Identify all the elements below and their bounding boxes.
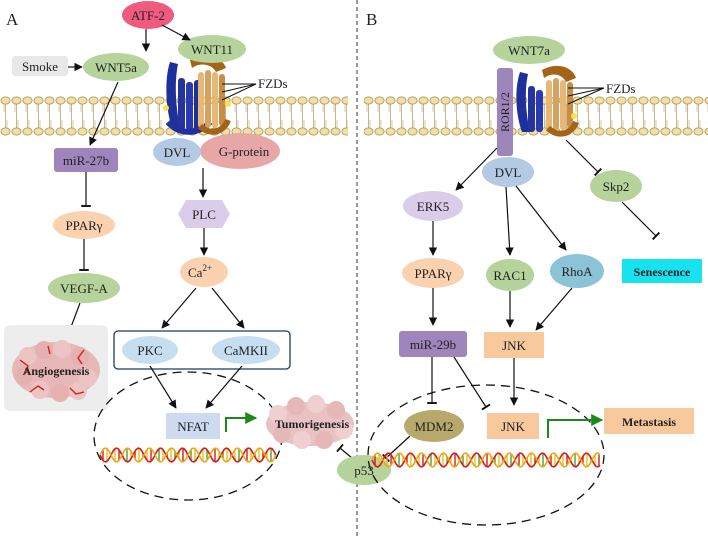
dvl-label-a: DVL <box>164 145 191 160</box>
arrow-camkii-nfat <box>205 365 243 409</box>
smoke-box <box>12 56 68 76</box>
angiogenesis-graphic <box>4 325 108 411</box>
fzds-pointer-b2 <box>567 87 605 97</box>
nfat-label: NFAT <box>177 419 209 434</box>
ppar-node-a <box>53 211 115 239</box>
ca-superscript: 2+ <box>202 263 212 273</box>
panel-a-label: A <box>6 10 19 29</box>
wnt7a-node <box>493 36 565 64</box>
nfat-box <box>166 413 220 439</box>
ppar-label-b: PPARγ <box>414 266 451 281</box>
camkii-label: CaMKII <box>224 343 268 358</box>
gprotein-node <box>200 133 280 169</box>
atf2-node <box>122 1 174 29</box>
dna-strand-a <box>99 447 277 463</box>
panel-b-label: B <box>366 10 377 29</box>
nucleus-b <box>367 384 605 526</box>
mir27b-label: miR-27b <box>63 153 109 168</box>
gprotein-label: G-protein <box>219 144 270 159</box>
wnt5a-node <box>83 53 149 81</box>
senescence-box <box>622 259 702 283</box>
fzds-label-a: FZDs <box>258 76 288 91</box>
p53-label: p53 <box>354 463 374 478</box>
ppar-label-a: PPARγ <box>65 218 102 233</box>
tumorigenesis-graphic <box>266 395 354 449</box>
plc-node <box>178 200 230 228</box>
camkii-node <box>212 336 280 364</box>
jnk-box-top <box>484 332 544 358</box>
metastasis-box <box>604 408 694 434</box>
mdm2-node <box>404 410 464 442</box>
mir27b-box <box>54 148 118 172</box>
dna-backbone <box>99 447 277 463</box>
erk5-node <box>403 191 463 221</box>
vegfa-label: VEGF-A <box>60 281 108 296</box>
atf2-label: ATF-2 <box>131 8 165 23</box>
ca-node <box>180 257 228 287</box>
inhibit-mir29b-jnk <box>453 356 491 411</box>
rhoa-label: RhoA <box>561 264 593 279</box>
ror-bar <box>497 68 513 156</box>
inhibit-receptor-skp2 <box>565 139 603 177</box>
fzds-pointer-b3 <box>567 87 605 105</box>
fzds-pointer-a3 <box>221 83 257 101</box>
pkc-label: PKC <box>137 343 162 358</box>
mir29b-box <box>399 331 467 357</box>
pkc-node <box>122 336 178 364</box>
jnk-label-inner: JNK <box>501 419 525 434</box>
dvl-node-b <box>482 157 534 187</box>
ca-label: Ca2+ <box>188 263 212 280</box>
angiogenesis-label: Angiogenesis <box>23 364 90 378</box>
dvl-node-a <box>153 138 201 166</box>
tumorigenesis-label: Tumorigenesis <box>275 417 350 431</box>
frizzled-receptor-a <box>163 55 231 135</box>
inhibit-p53-tumor <box>336 443 353 459</box>
inhibit-skp2-senescence <box>621 201 661 241</box>
arrow-ca-camkii <box>211 287 245 329</box>
ca-base: Ca <box>188 265 203 280</box>
metastasis-label: Metastasis <box>622 415 676 429</box>
ror-label: ROR1/2 <box>498 92 512 132</box>
green-arrow-metastasis <box>547 414 604 438</box>
dna-backbone <box>371 452 601 468</box>
wnt5a-label: WNT5a <box>95 60 137 75</box>
jnk-label-top: JNK <box>502 338 526 353</box>
dna-backbone <box>371 452 601 468</box>
senescence-label: Senescence <box>634 265 691 279</box>
plc-label: PLC <box>192 207 216 222</box>
skp2-label: Skp2 <box>603 179 630 194</box>
wnt11-node <box>178 35 246 63</box>
frizzled-receptor-b <box>516 65 579 137</box>
arrow-rhoa-jnk <box>535 287 573 331</box>
arrow-ca-pkc <box>161 287 197 329</box>
arrow-dvl-rac1 <box>505 186 514 256</box>
rac1-label: RAC1 <box>493 268 526 283</box>
wnt11-label: WNT11 <box>191 42 233 57</box>
wnt7a-label: WNT7a <box>508 43 550 58</box>
arrow-pkc-nfat <box>149 365 177 409</box>
ppar-node-b <box>402 258 464 288</box>
vegfa-node <box>48 273 120 303</box>
rac1-node <box>486 259 534 291</box>
p53-node <box>337 455 391 485</box>
arrow-wnt5a-mir27b <box>89 81 119 146</box>
arrow-atf2-wnt11 <box>161 24 191 41</box>
rhoa-node <box>550 254 604 288</box>
skp2-node <box>590 170 642 202</box>
fzds-label-b: FZDs <box>606 81 636 96</box>
fzds-pointer-a2 <box>221 83 257 93</box>
dvl-label-b: DVL <box>495 165 522 180</box>
smoke-label: Smoke <box>22 59 58 74</box>
mdm2-label: MDM2 <box>414 419 453 434</box>
dna-strand-b <box>371 452 601 468</box>
erk5-label: ERK5 <box>417 199 450 214</box>
mir29b-label: miR-29b <box>410 337 456 352</box>
arrow-ror-erk5 <box>455 147 498 191</box>
jnk-box-inner <box>487 413 539 439</box>
arrow-dvl-rhoa <box>515 185 567 251</box>
green-arrow-tumor <box>225 412 258 432</box>
